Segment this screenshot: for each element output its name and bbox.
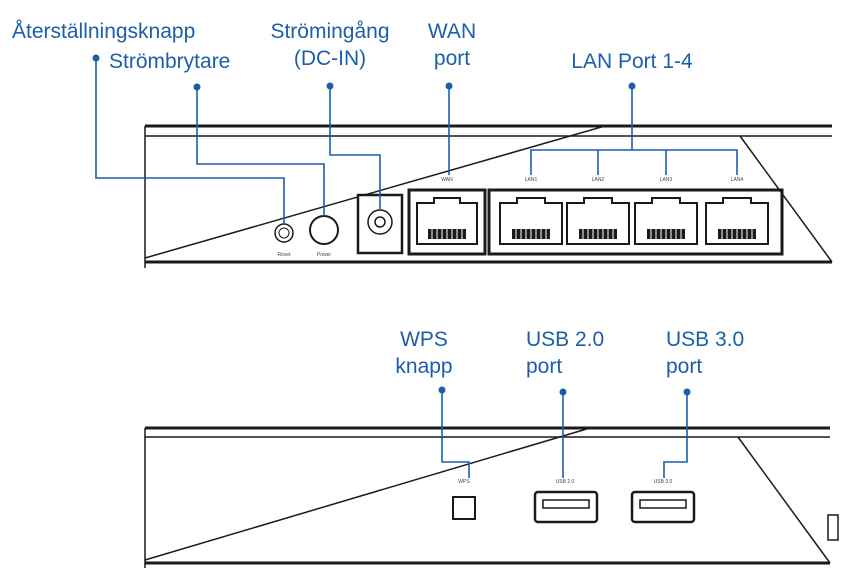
power-port-label: Power (317, 252, 332, 258)
wan-port-frame (407, 188, 487, 256)
usb3-callout-line1: USB 3.0 (666, 328, 744, 351)
usb3-callout-line2: port (666, 355, 702, 378)
usb3-leader-line (663, 392, 688, 478)
lan1-port-label: LAN1 (525, 177, 538, 183)
side-stub (827, 514, 839, 541)
usb2-port-label: USB 2.0 (556, 479, 575, 485)
lan4-port[interactable] (705, 197, 769, 245)
power-in-callout-line2: (DC-IN) (294, 47, 366, 70)
power-switch-leader-line (196, 87, 325, 216)
wps-leader-line (441, 390, 470, 478)
usb2-callout-line1: USB 2.0 (526, 328, 604, 351)
router-rear-view: Reset Power WAN LAN1 LAN2 (144, 124, 833, 268)
usb2-port[interactable] (533, 490, 599, 524)
power-switch-callout: Strömbrytare (109, 50, 230, 73)
lan4-port-label: LAN4 (731, 177, 744, 183)
lan-ports-frame (487, 188, 784, 256)
power-in-leader-line (329, 86, 381, 210)
lan3-port[interactable] (634, 197, 698, 245)
lan1-port[interactable] (499, 197, 563, 245)
lan2-port[interactable] (566, 197, 630, 245)
usb3-port[interactable] (630, 490, 696, 524)
reset-port-label: Reset (277, 252, 291, 258)
reset-leader-line (95, 58, 285, 224)
lan-callout: LAN Port 1-4 (571, 50, 693, 73)
wan-callout-line2: port (434, 47, 470, 70)
wps-callout-line2: knapp (395, 355, 452, 378)
wps-callout-line1: WPS (400, 328, 448, 351)
lan-bracket-line (530, 149, 738, 175)
reset-callout: Återställningsknapp (12, 20, 195, 43)
wps-button[interactable] (452, 496, 476, 520)
power-switch[interactable] (309, 215, 339, 245)
lan2-port-label: LAN2 (592, 177, 605, 183)
side-callouts: WPS knapp USB 2.0 port USB 3.0 port (395, 328, 744, 478)
power-in-callout-line1: Strömingång (270, 20, 389, 43)
usb2-callout-line2: port (526, 355, 562, 378)
rear-callouts: Återställningsknapp Strömbrytare Strömin… (12, 20, 738, 224)
wps-port-label: WPS (458, 479, 470, 485)
wan-port[interactable] (416, 197, 478, 245)
router-side-view: WPS USB 2.0 USB 3.0 (144, 426, 839, 568)
lan3-port-label: LAN3 (660, 177, 673, 183)
wan-port-label: WAN (441, 177, 453, 183)
usb3-port-label: USB 3.0 (654, 479, 673, 485)
reset-button[interactable] (274, 223, 294, 243)
wan-callout-line1: WAN (428, 20, 476, 43)
